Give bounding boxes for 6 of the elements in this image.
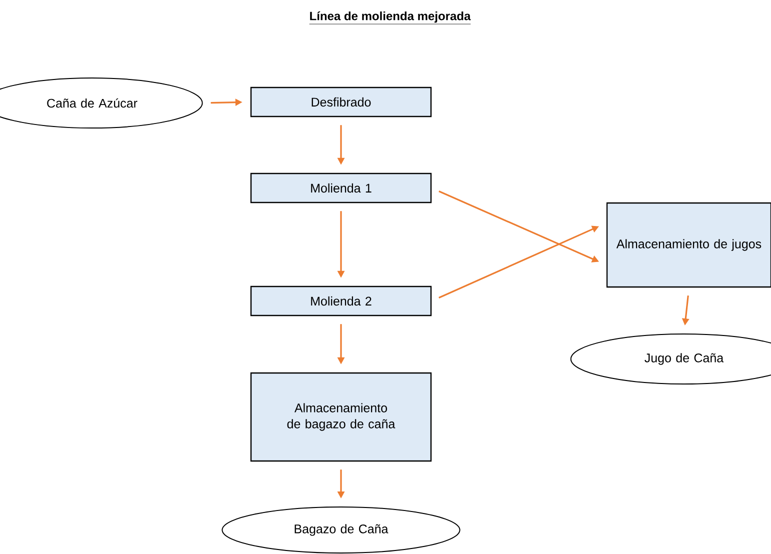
diagram-title: Línea de molienda mejorada (309, 11, 471, 24)
process-box: Molienda 1 (250, 172, 432, 204)
process-box: Almacenamiento de bagazo de caña (250, 372, 432, 462)
process-box: Desfibrado (250, 86, 432, 118)
process-box: Molienda 2 (250, 286, 432, 316)
process-box: Almacenamiento de jugos (606, 202, 771, 288)
